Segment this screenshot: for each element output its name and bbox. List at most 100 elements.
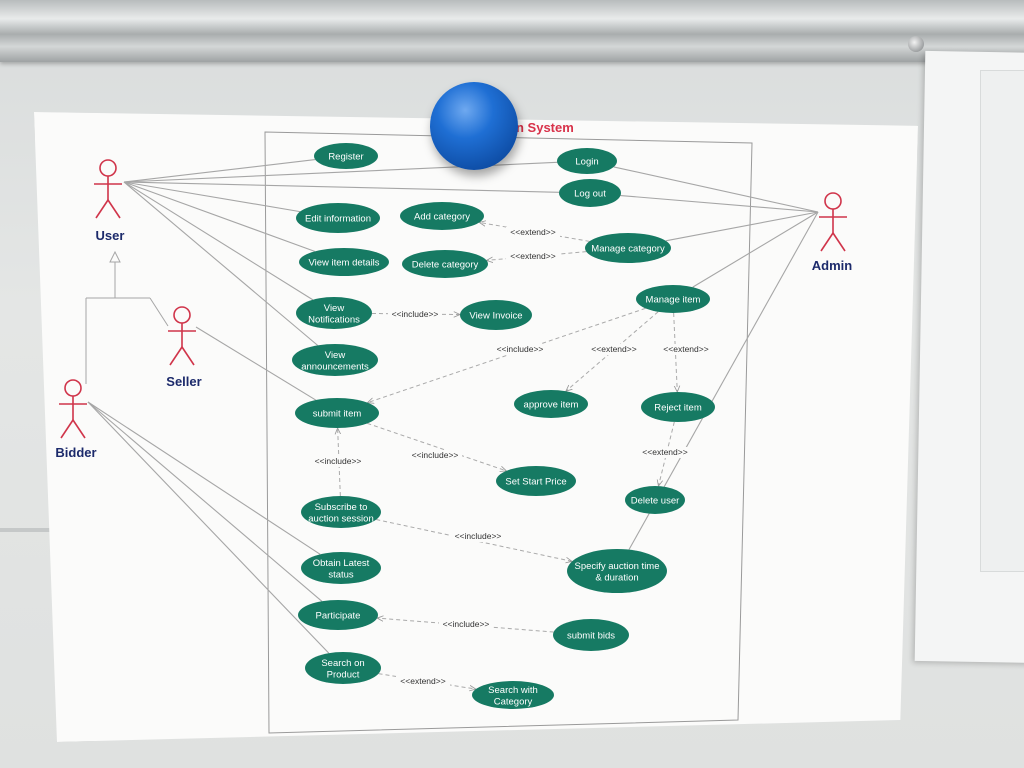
association-bidder-participate [87,401,323,602]
actor-admin [819,192,847,252]
usecase-label: & duration [595,572,638,583]
relation-label: <<include>> [443,619,490,629]
relation-label-bg [493,344,547,355]
usecase-ellipse [496,466,576,496]
usecase-label: Manage category [591,244,665,255]
usecase-ellipse [292,344,378,376]
usecase-label: Notifications [308,314,360,325]
usecase-label: Product [327,669,360,680]
relation-label: <<include>> [315,456,362,466]
usecase-label: Subscribe to [315,502,368,513]
usecase-register: Register [314,143,378,169]
relation-label-bg [388,309,442,320]
usecase-ellipse [296,203,380,233]
usecase-label: auction session [308,513,373,524]
usecase-label: Register [328,152,363,163]
usecase-edit-info: Edit information [296,203,380,233]
system-boundary [264,131,753,734]
relation-label: <<include>> [497,344,544,354]
actor-right-leg [72,419,86,439]
usecase-ellipse [585,233,671,263]
relation-label: <<include>> [455,531,502,541]
usecase-label: Specify auction time [574,561,659,572]
usecase-ellipse [641,392,715,422]
association-user-edit-info [123,181,301,213]
relation-label-bg [311,456,365,467]
association-user-view-notifications [123,181,314,301]
relation-label: <<extend>> [591,344,636,354]
usecase-label: Delete category [412,260,479,271]
actor-right-leg [832,232,846,252]
usecase-specify-auction: Specify auction time& duration [567,549,667,593]
usecase-approve-item: approve item [514,390,588,418]
actor-left-leg [169,346,183,366]
usecase-label: Edit information [305,214,371,225]
usecase-ellipse [636,285,710,313]
actor-left-leg [95,199,109,219]
relation-label-bg [659,344,713,355]
usecase-label: View item details [308,258,379,269]
relation-label-bg [638,447,692,458]
usecase-ellipse [402,250,488,278]
usecase-login: Login [557,148,617,174]
actor-seller [168,306,196,366]
relation-label: <<extend>> [663,344,708,354]
actor-user [94,159,122,219]
association-admin-logout [620,194,819,213]
usecase-label: status [328,569,354,580]
system-title: n System [516,120,574,135]
usecase-set-start-price: Set Start Price [496,466,576,496]
usecase-label: Category [494,696,533,707]
actor-head [99,159,117,177]
usecase-ellipse [295,398,379,428]
association-bidder-search-product [87,401,330,654]
usecase-ellipse [298,600,378,630]
usecase-label: announcements [301,361,369,372]
actor-label: Seller [166,374,201,389]
usecase-reject-item: Reject item [641,392,715,422]
actor-bidder [59,379,87,439]
usecase-ellipse [301,496,381,528]
usecase-ellipse [553,619,629,651]
usecase-label: Log out [574,189,606,200]
usecase-label: View [324,303,345,314]
usecase-ellipse [567,549,667,593]
generalization [85,250,169,384]
usecase-label: Login [575,157,598,168]
relation-label-bg [439,619,493,630]
relation-label: <<extend>> [642,447,687,457]
usecase-delete-user: Delete user [625,486,685,514]
usecase-label: Set Start Price [505,477,566,488]
usecase-submit-bids: submit bids [553,619,629,651]
whiteboard-rail [0,0,1024,62]
relation-label: <<include>> [392,309,439,319]
usecase-ellipse [301,552,381,584]
actor-right-leg [181,346,195,366]
association-user-register [123,159,316,183]
actor-label: Bidder [55,445,96,460]
usecase-label: Delete user [631,496,680,507]
relation-manage-item-to-reject-item [673,312,678,392]
relation-label-bg [506,227,560,238]
actor-left-leg [820,232,834,252]
relation-label-bg [587,344,641,355]
usecase-ellipse [559,179,621,207]
actor-left-leg [60,419,74,439]
usecase-logout: Log out [559,179,621,207]
usecase-ellipse [557,148,617,174]
association-bidder-obtain-status [87,401,321,555]
usecase-ellipse [299,248,389,276]
usecase-label: approve item [524,400,579,411]
actor-head [64,379,82,397]
usecase-ellipse [625,486,685,514]
usecase-ellipse [400,202,484,230]
usecase-ellipse [296,297,372,329]
board-seam [0,528,60,532]
relation-label: <<include>> [412,450,459,460]
